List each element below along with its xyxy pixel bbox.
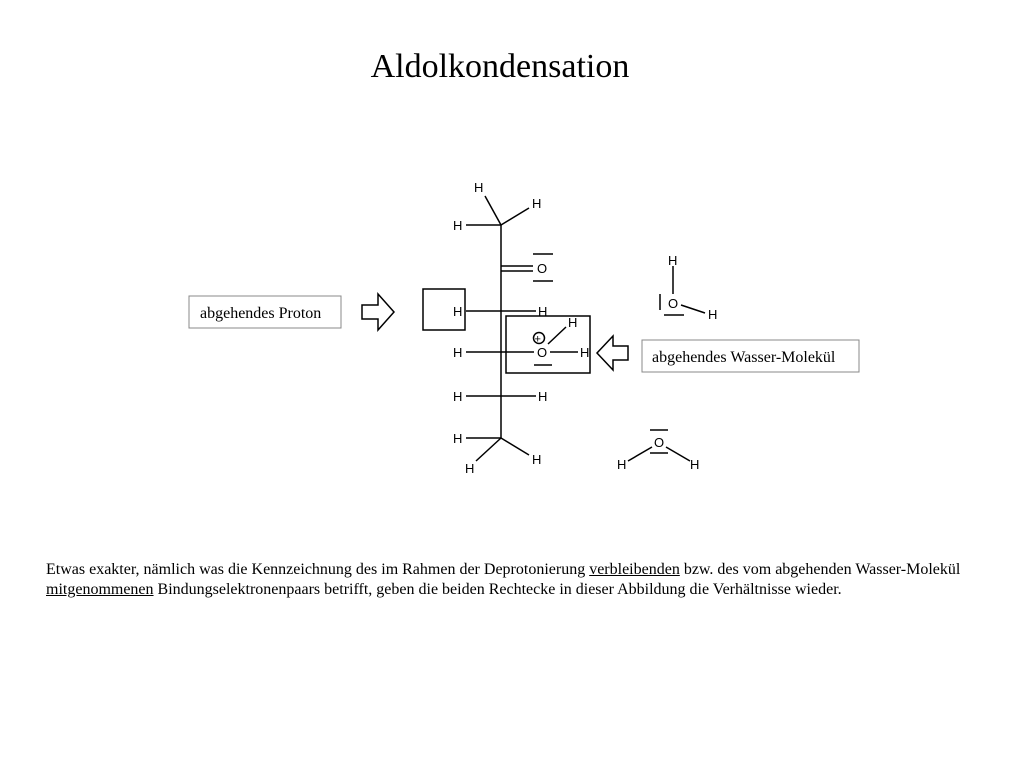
water-label: abgehendes Wasser-Molekül xyxy=(652,349,836,366)
atom-o: O xyxy=(668,296,678,311)
page-title: Aldolkondensation xyxy=(370,48,630,85)
atom-h: H xyxy=(538,389,547,404)
bond-water2-right-h xyxy=(665,446,691,462)
caption-underline-remaining: verbleibenden xyxy=(589,561,680,578)
bond-water1-right-h xyxy=(680,304,706,314)
caption-part1: Etwas exakter, nämlich was die Kennzeich… xyxy=(46,561,590,578)
bond-bottom-right-h xyxy=(500,437,530,456)
atom-h: H xyxy=(617,457,626,472)
atom-h: H xyxy=(453,218,462,233)
atom-labels: H H H O H H H + H O H H H H H H H O H O … xyxy=(453,180,717,476)
atom-h: H xyxy=(453,345,462,360)
atom-h: H xyxy=(453,389,462,404)
right-arrow-icon xyxy=(361,292,396,332)
positive-charge: + xyxy=(535,334,541,346)
bond-top-right-h xyxy=(500,207,530,226)
water-rectangle xyxy=(505,315,591,374)
bond-water2-left-h xyxy=(627,446,653,462)
atom-h: H xyxy=(668,253,677,268)
caption-part2: bzw. des vom abgehenden Wasser-Molekül xyxy=(679,561,961,578)
atom-h: H xyxy=(580,345,589,360)
atom-h: H xyxy=(568,315,577,330)
bond-oxonium-top-h xyxy=(547,326,567,345)
atom-h: H xyxy=(453,431,462,446)
atom-o: O xyxy=(654,435,664,450)
left-arrow-icon xyxy=(595,334,629,372)
atom-h: H xyxy=(465,461,474,476)
atom-h: H xyxy=(538,304,547,319)
proton-rectangle xyxy=(422,288,466,331)
atom-h: H xyxy=(532,196,541,211)
atom-o-oxonium: O xyxy=(537,345,547,360)
water-label-box xyxy=(641,339,860,373)
atom-o: O xyxy=(537,261,547,276)
proton-label-box xyxy=(188,295,342,329)
atom-h: H xyxy=(532,452,541,467)
caption-underline-taken: mitgenommenen xyxy=(46,581,154,598)
bond-bottom-h xyxy=(475,437,502,462)
atom-h: H xyxy=(690,457,699,472)
atom-h-proton: H xyxy=(453,304,462,319)
caption-part3: Bindungselektronenpaars betrifft, geben … xyxy=(153,581,842,598)
proton-label: abgehendes Proton xyxy=(200,305,321,322)
atom-h: H xyxy=(474,180,483,195)
bond-top-h xyxy=(484,195,502,226)
caption-text: Etwas exakter, nämlich was die Kennzeich… xyxy=(46,560,976,600)
positive-charge-circle xyxy=(532,331,546,345)
atom-h: H xyxy=(708,307,717,322)
bond-lines xyxy=(188,195,860,462)
